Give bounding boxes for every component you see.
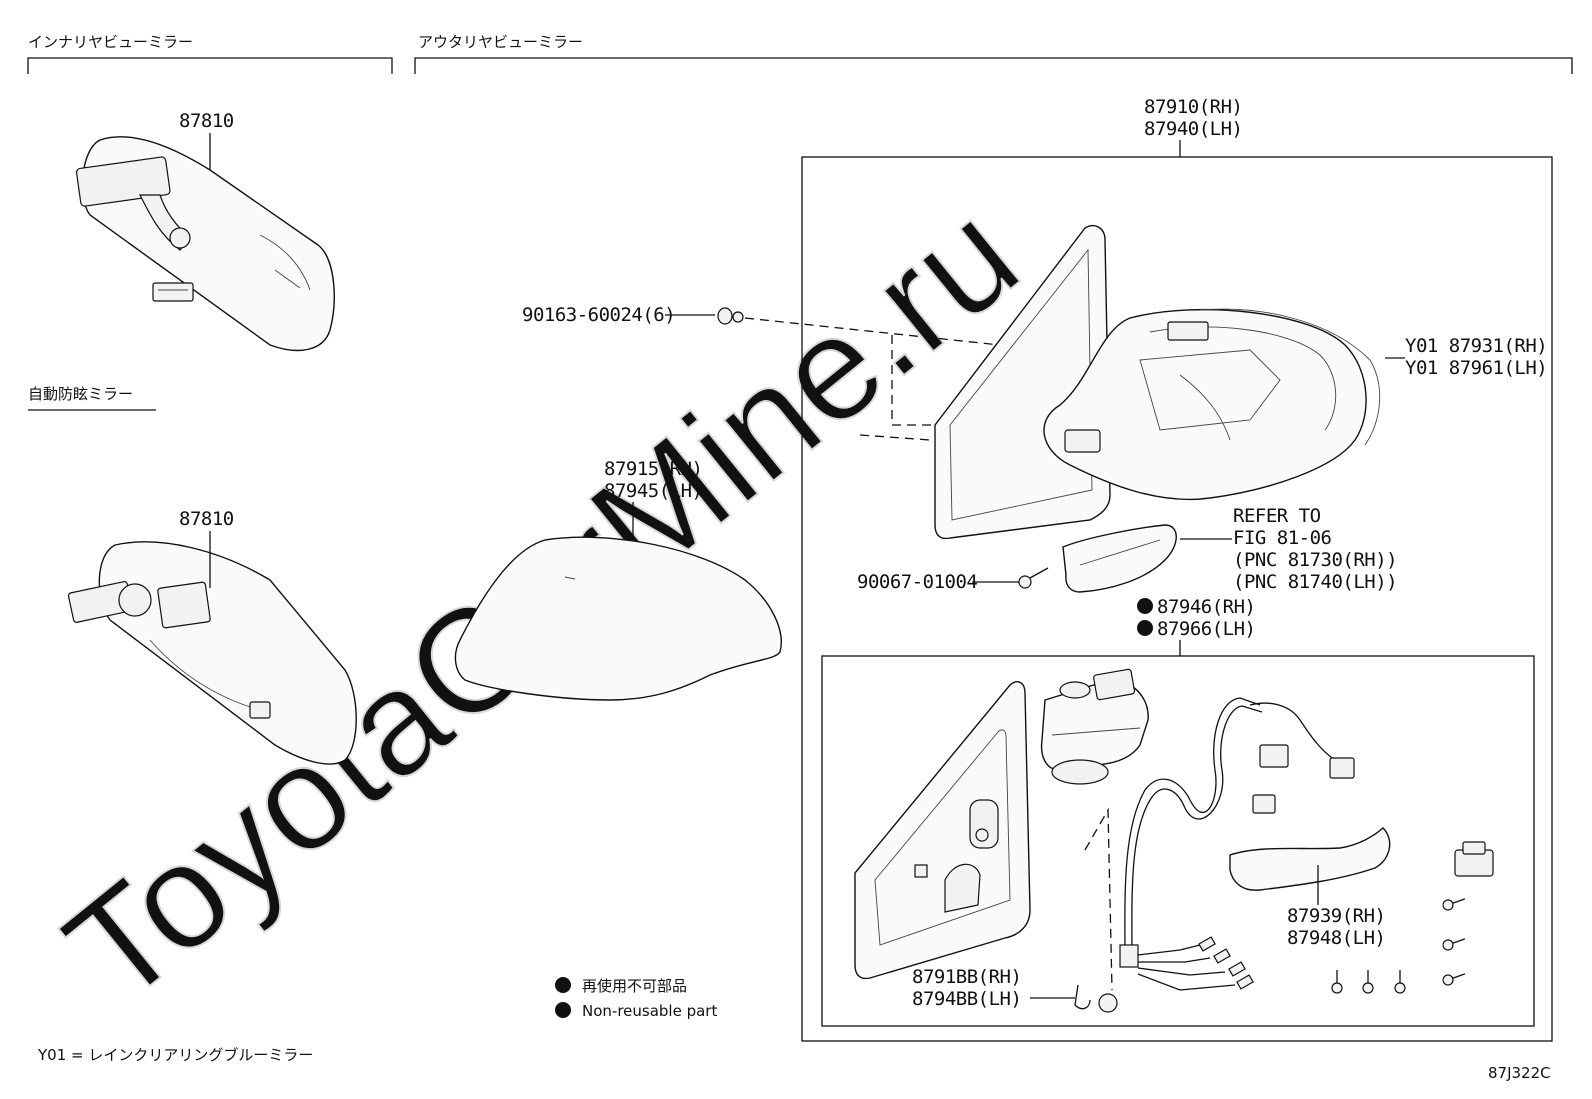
label-inner-std: 87810 — [179, 110, 234, 132]
mirror-base-hole-3 — [944, 863, 981, 913]
label-mirror-lh: Y01 87961(LH) — [1405, 357, 1547, 379]
label-mirror-rh: Y01 87931(RH) — [1405, 335, 1547, 357]
label-refer-2: FIG 81-06 — [1233, 527, 1332, 549]
inner-mirror-std-drawing — [75, 136, 335, 352]
non-reusable-marker-kit-lh — [1137, 620, 1153, 636]
section-outer-mirror: アウタリヤビューミラー — [418, 33, 583, 51]
legend-marker-en — [555, 1002, 571, 1018]
mirror-base-hole-2 — [975, 828, 989, 842]
legend-text-jp: 再使用不可部品 — [582, 977, 687, 995]
legend-text-en: Non-reusable part — [582, 1002, 717, 1020]
legend-marker-jp — [555, 977, 571, 993]
outer-assy-box — [801, 156, 1553, 1042]
screw-a-drawing — [717, 307, 1001, 446]
cover-mark — [564, 576, 576, 580]
label-refer-3: (PNC 81730(RH)) — [1233, 549, 1397, 571]
label-screw-b: 90067-01004 — [857, 571, 977, 593]
cover-drawing — [454, 536, 782, 701]
label-bracket-rh: 8791BB(RH) — [912, 966, 1021, 988]
harness-dash — [1084, 807, 1113, 991]
bracket-drawing — [1074, 984, 1118, 1013]
outer-mirror-drawing — [934, 224, 1381, 540]
label-refer-1: REFER TO — [1233, 505, 1321, 527]
inner-mirror-auto-drawing — [67, 541, 357, 765]
label-sub-cover-lh: 87948(LH) — [1287, 927, 1385, 949]
clip-drawing — [1454, 841, 1494, 877]
motor-drawing — [1040, 668, 1149, 785]
label-refer-4: (PNC 81740(LH)) — [1233, 571, 1397, 593]
label-cover-lh: 87945(LH) — [604, 480, 702, 502]
label-cover-rh: 87915(RH) — [604, 458, 702, 480]
figure-code: 87J322C — [1488, 1064, 1551, 1082]
turn-lamp-drawing — [1062, 524, 1177, 593]
turn-lamp-detail — [1079, 539, 1161, 566]
mirror-base-inner — [874, 729, 1011, 946]
harness-drawing — [1119, 697, 1355, 991]
label-outer-assy-rh: 87910(RH) — [1144, 96, 1242, 118]
kit-box — [821, 655, 1535, 1027]
section-inner-bracket — [27, 57, 393, 74]
section-inner-mirror: インナリヤビューミラー — [28, 33, 193, 51]
sub-cover-drawing — [1229, 827, 1391, 891]
small-screws-drawing — [1331, 898, 1466, 994]
non-reusable-marker-kit-rh — [1137, 598, 1153, 614]
label-bracket-lh: 8794BB(LH) — [912, 988, 1021, 1010]
label-inner-auto: 87810 — [179, 508, 234, 530]
section-outer-bracket — [414, 57, 1573, 74]
mirror-base-drawing — [854, 681, 1031, 980]
label-kit-lh: 87966(LH) — [1157, 618, 1255, 640]
label-outer-assy-lh: 87940(LH) — [1144, 118, 1242, 140]
label-kit-rh: 87946(RH) — [1157, 596, 1255, 618]
label-screw-a: 90163-60024(6) — [522, 304, 675, 326]
section-auto-dimming: 自動防眩ミラー — [28, 385, 133, 403]
label-sub-cover-rh: 87939(RH) — [1287, 905, 1385, 927]
screw-b-drawing — [1018, 567, 1049, 589]
mirror-base-clip — [914, 864, 928, 878]
footnote: Y01 = レインクリアリングブルーミラー — [37, 1046, 313, 1064]
